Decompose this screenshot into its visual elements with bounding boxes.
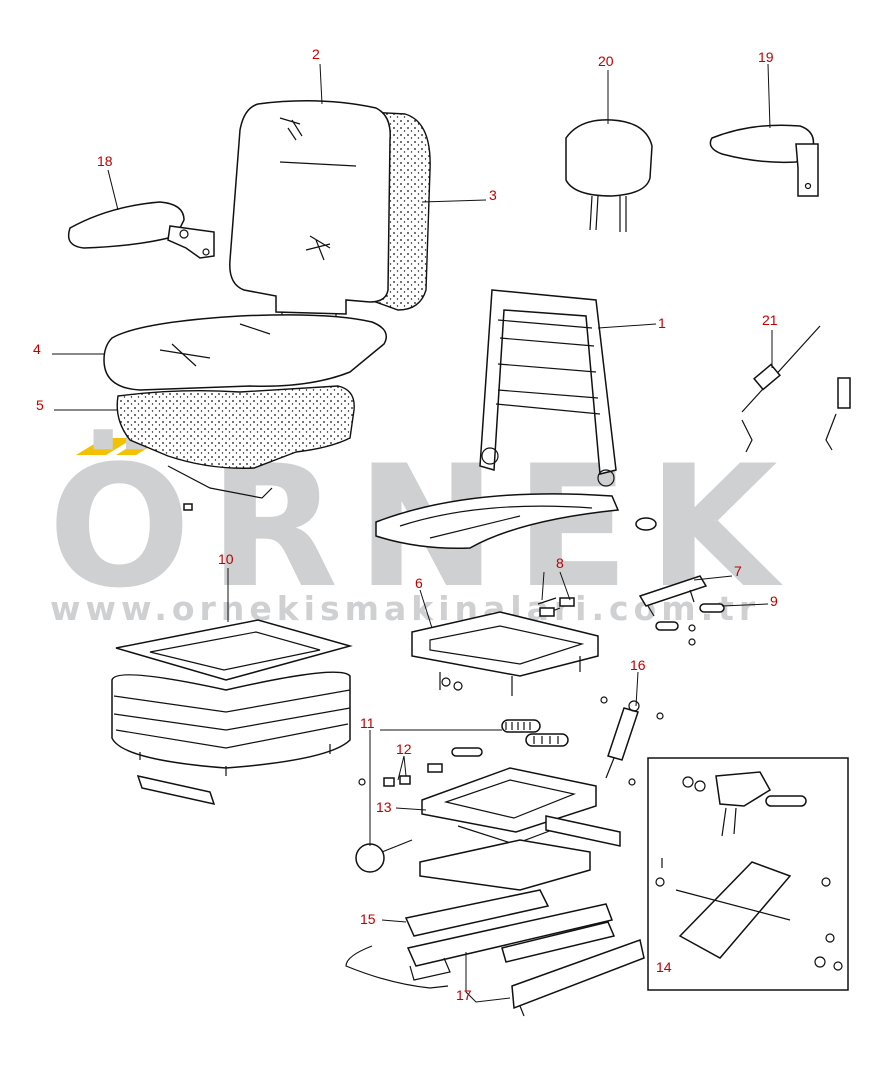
adjuster-assembly [411, 611, 599, 696]
clip-2 [399, 775, 411, 785]
callout-13: 13 [376, 799, 392, 815]
seat-foam-shape [116, 385, 355, 469]
callout-3: 3 [489, 187, 497, 203]
leader-lines [52, 63, 773, 1003]
bolt-shape [699, 603, 725, 613]
seat-cushion-shape [103, 314, 387, 391]
callout-labels: 2 3 1 4 5 18 20 19 21 6 8 7 9 10 11 12 1… [33, 46, 778, 1003]
rod-part [167, 465, 273, 499]
base-strip [136, 774, 216, 806]
backrest-cushion-shape [229, 100, 391, 315]
callout-15: 15 [360, 911, 376, 927]
release-cable-shape [345, 945, 449, 989]
seat-frame-assembly [375, 289, 657, 549]
callout-9: 9 [770, 593, 778, 609]
knob-shape [355, 843, 385, 873]
left-armrest-assembly [67, 201, 215, 259]
callout-14: 14 [656, 959, 672, 975]
callout-20: 20 [598, 53, 614, 69]
headrest-assembly [565, 119, 653, 232]
clip-1 [383, 777, 395, 787]
bellows-assembly [111, 619, 353, 806]
detail-inset-box [647, 757, 849, 991]
callout-5: 5 [36, 397, 44, 413]
callout-18: 18 [97, 153, 113, 169]
suspension-springs-shape [427, 719, 569, 773]
small-clip [183, 503, 193, 511]
callout-6: 6 [415, 575, 423, 591]
callout-2: 2 [312, 46, 320, 62]
rails-shape [404, 889, 645, 1017]
scissor-frame-shape [355, 767, 621, 891]
grommet [635, 517, 657, 531]
watermark-url: www.ornekismakinalari.com.tr [50, 589, 760, 628]
callout-8: 8 [556, 555, 564, 571]
callout-21: 21 [762, 312, 778, 328]
shock-absorber-shape [600, 696, 664, 786]
callout-16: 16 [630, 657, 646, 673]
right-armrest-assembly [709, 124, 819, 197]
lever-rod-assembly [741, 325, 851, 453]
backrest-assembly [229, 100, 431, 328]
callout-10: 10 [218, 551, 234, 567]
callout-7: 7 [734, 563, 742, 579]
slide-bracket-shape [638, 575, 708, 607]
callout-11: 11 [360, 715, 375, 731]
callout-19: 19 [758, 49, 774, 65]
callout-17: 17 [456, 987, 472, 1003]
callout-4: 4 [33, 341, 41, 357]
watermark-accent-shape [76, 438, 134, 455]
callout-12: 12 [396, 741, 412, 757]
callout-1: 1 [658, 315, 666, 331]
springs-shape [537, 597, 575, 617]
